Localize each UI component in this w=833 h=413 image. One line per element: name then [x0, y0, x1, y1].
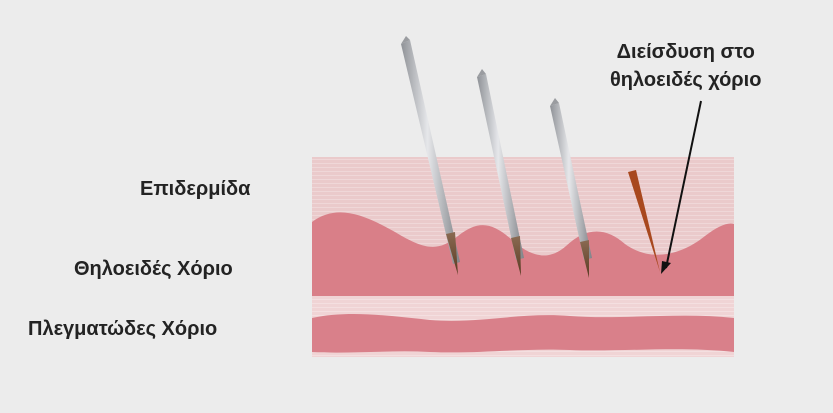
reticular-dermis-label: Πλεγματώδες Χόριο [28, 318, 217, 341]
reticular-dermis-layer [312, 314, 734, 353]
penetration-annotation: Διείσδυση στο θηλοειδές χόριο [610, 38, 761, 94]
papillary-dermis-label: Θηλοειδές Χόριο [74, 258, 233, 281]
annotation-line-1: Διείσδυση στο [610, 38, 761, 66]
annotation-line-2: θηλοειδές χόριο [610, 66, 761, 94]
epidermis-label: Επιδερμίδα [140, 178, 250, 201]
